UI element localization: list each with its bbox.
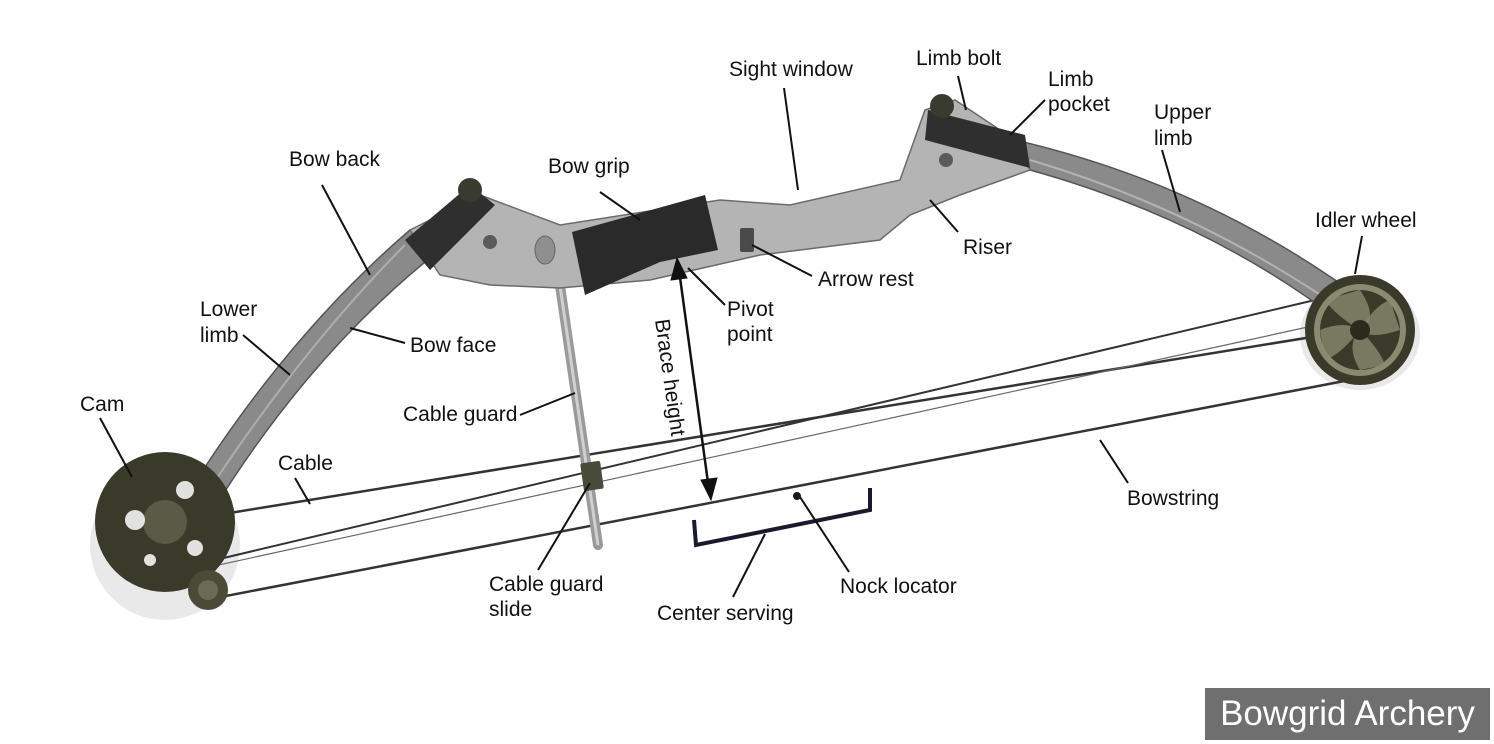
label-riser: Riser xyxy=(963,236,1012,259)
label-bowstring: Bowstring xyxy=(1127,487,1219,510)
label-limb-pocket-line1: Limb xyxy=(1048,68,1094,91)
arrow-rest-block xyxy=(740,228,754,252)
label-cable-guard-slide-line2: slide xyxy=(489,598,532,621)
cable-line-2 xyxy=(214,299,1316,561)
cable-guard-rod xyxy=(553,267,604,550)
label-limb-pocket-line2: pocket xyxy=(1048,93,1110,116)
label-bow-back: Bow back xyxy=(289,148,381,171)
cable-line-3 xyxy=(149,319,1341,581)
cable-line-1 xyxy=(204,328,1356,519)
limb-bolt-head xyxy=(930,94,954,118)
label-idler-wheel: Idler wheel xyxy=(1315,209,1417,232)
lower-limb-pocket xyxy=(405,185,495,270)
label-limb-bolt: Limb bolt xyxy=(916,47,1001,70)
label-nock-locator: Nock locator xyxy=(840,575,957,598)
bowstring-line xyxy=(204,376,1361,602)
riser-shape xyxy=(408,99,1032,289)
label-arrow-rest: Arrow rest xyxy=(818,268,914,291)
label-upper-limb-line2: limb xyxy=(1154,127,1193,150)
label-cable-guard-slide-line1: Cable guard xyxy=(489,573,603,596)
nock-locator-dot xyxy=(793,492,801,500)
label-center-serving: Center serving xyxy=(657,602,794,625)
label-bow-grip: Bow grip xyxy=(548,155,630,178)
label-sight-window: Sight window xyxy=(729,58,854,81)
bow-grip-shape xyxy=(572,195,718,295)
brace-height-arrow xyxy=(670,256,718,502)
upper-limb-pocket xyxy=(925,110,1030,168)
label-upper-limb-line1: Upper xyxy=(1154,101,1211,124)
idler-wheel xyxy=(1305,275,1415,385)
leader-lines xyxy=(99,75,1363,598)
label-lower-limb-line1: Lower xyxy=(200,298,257,321)
cable-guard-slide-block xyxy=(580,461,604,491)
label-cable: Cable xyxy=(278,452,333,475)
center-serving-bracket xyxy=(692,488,872,548)
label-cable-guard: Cable guard xyxy=(403,403,517,426)
cam-wheel xyxy=(95,452,235,610)
label-lower-limb-line2: limb xyxy=(200,324,239,347)
label-pivot-point-line2: point xyxy=(727,323,773,346)
label-bow-face: Bow face xyxy=(410,334,496,357)
label-cam: Cam xyxy=(80,393,124,416)
strings xyxy=(149,299,1361,602)
label-brace-height: Brace height xyxy=(650,317,689,437)
watermark: Bowgrid Archery xyxy=(1205,688,1490,740)
label-pivot-point-line1: Pivot xyxy=(727,298,774,321)
